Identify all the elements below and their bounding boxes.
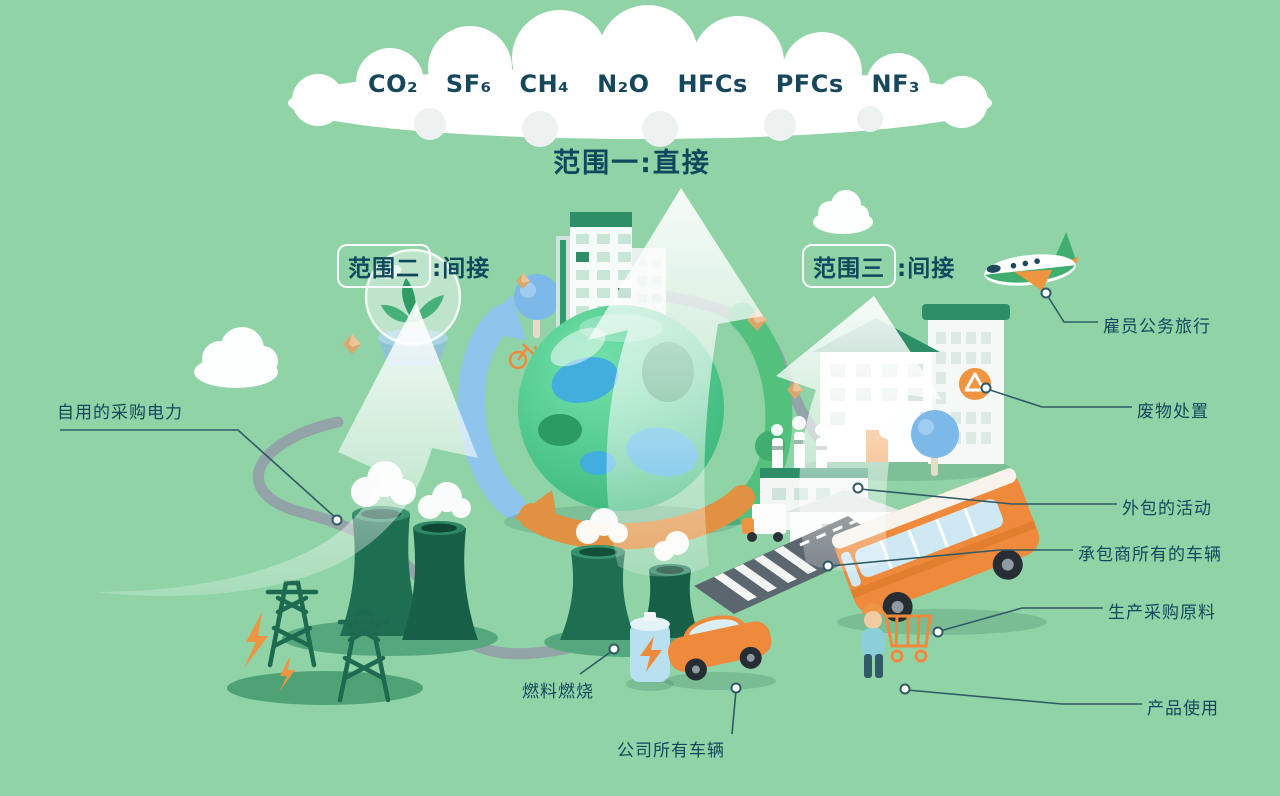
power-pylons [227, 580, 423, 705]
gas-label-hfcs: HFCs [677, 70, 748, 98]
callout-purchased-electricity: 自用的采购电力 [57, 403, 183, 423]
gas-label-nf3: NF₃ [871, 70, 920, 98]
callout-waste-disposal: 废物处置 [1137, 402, 1209, 422]
callout-contractor-vehicles: 承包商所有的车辆 [1078, 545, 1222, 565]
scope1-arrow [588, 188, 763, 577]
scope3-suffix: :间接 [897, 256, 956, 282]
cloud-3d-top [813, 190, 873, 234]
scope2-arrow [96, 302, 478, 596]
gas-label-pfcs: PFCs [775, 70, 844, 98]
cloud-3d-left [194, 327, 278, 388]
gas-label-n2o: N₂O [597, 70, 650, 98]
cycle-arrow-blue [457, 294, 526, 519]
gas-label-ch4: CH₄ [519, 70, 570, 98]
gas-label-sf6: SF₆ [445, 70, 492, 98]
callout-business-travel: 雇员公务旅行 [1103, 317, 1211, 337]
scope3-arrow [776, 296, 942, 571]
car [667, 615, 772, 681]
scope2-title: 范围二 :间接 [337, 244, 490, 288]
scope3-title: 范围三 :间接 [802, 244, 955, 288]
callout-fuel-combustion: 燃料燃烧 [522, 682, 594, 702]
gas-cloud-shape [288, 5, 992, 147]
callout-product-use: 产品使用 [1147, 699, 1219, 719]
scope1-title: 范围一:直接 [553, 148, 711, 179]
scope3-box: 范围三 [802, 244, 896, 288]
sparkle-icon [787, 381, 803, 399]
callout-outsourced-activities: 外包的活动 [1122, 499, 1212, 519]
airplane [984, 232, 1079, 291]
sparkle-icon [343, 334, 361, 354]
tree-blue-2 [911, 410, 959, 476]
scope2-suffix: :间接 [432, 256, 491, 282]
delivery-truck [742, 504, 786, 542]
lightning-icon [244, 612, 268, 668]
gas-list: CO₂ SF₆ CH₄ N₂O HFCs PFCs NF₃ [368, 70, 920, 98]
callout-lines [60, 294, 1142, 735]
cooling-towers-left [282, 461, 498, 656]
callout-purchased-materials: 生产采购原料 [1108, 603, 1216, 623]
worker-with-cart [861, 603, 932, 678]
fuel-cell [626, 612, 674, 691]
sparkle-icon [516, 273, 530, 289]
car-shadow [664, 672, 776, 690]
gas-label-co2: CO₂ [368, 70, 419, 98]
scope2-box: 范围二 [337, 244, 431, 288]
callout-dots [331, 287, 1052, 695]
callout-company-vehicles: 公司所有车辆 [617, 741, 725, 761]
lightning-icon [279, 656, 295, 692]
